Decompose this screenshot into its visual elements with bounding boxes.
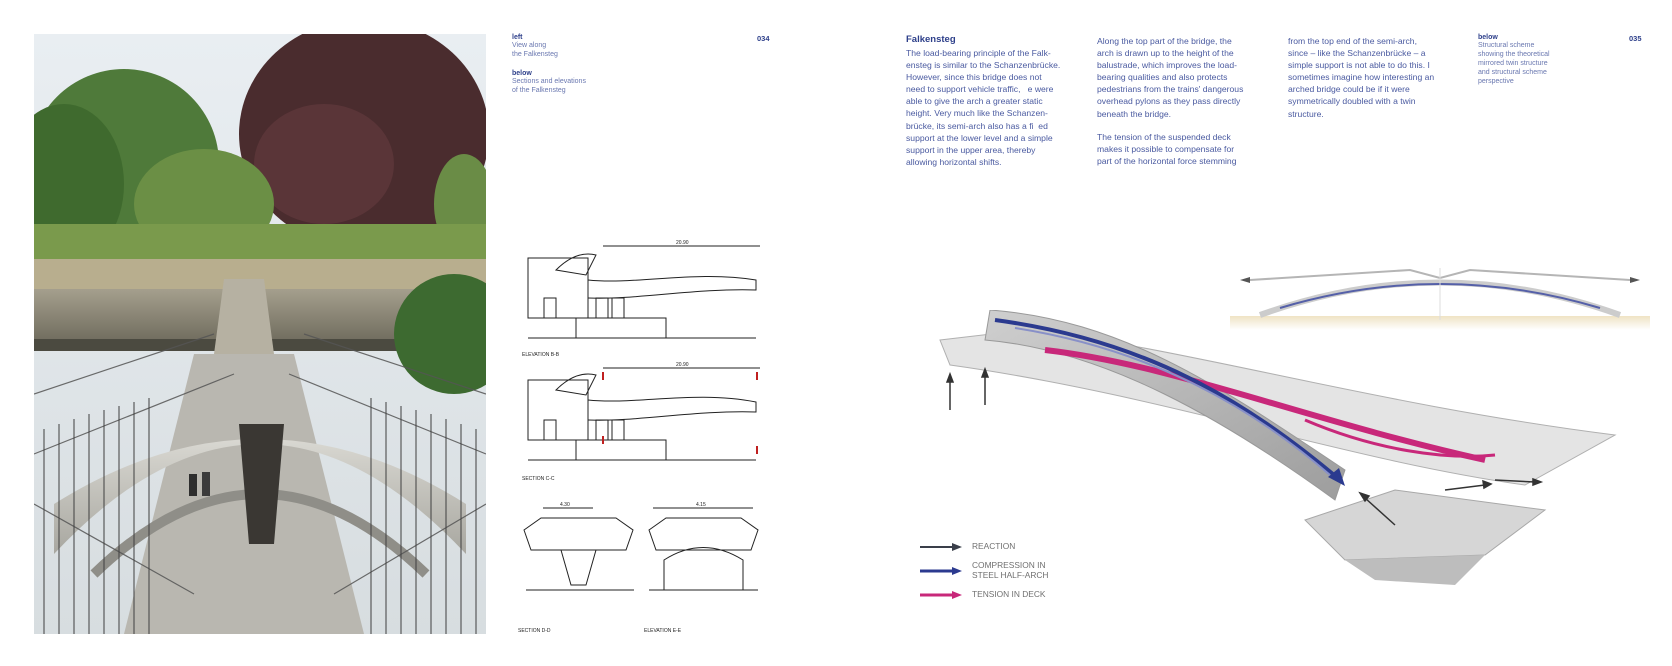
text-line: since – like the Schanzenbrücke – a — [1288, 48, 1426, 59]
text-line: part of the horizontal force stemming — [1097, 155, 1237, 166]
arrow-icon — [920, 567, 962, 575]
text-column-1: The load-bearing principle of the Falk- … — [906, 47, 1086, 168]
bridge-photo-illustration — [34, 34, 486, 634]
caption-structural: below Structural scheme showing the theo… — [1478, 34, 1568, 86]
text-line: makes it possible to compensate for — [1097, 143, 1235, 154]
dimension-label: 4.15 — [696, 502, 706, 508]
text-line: from the top end of the semi-arch, — [1288, 36, 1417, 46]
text-line: allowing horizontal shifts. — [906, 156, 1002, 167]
caption-head: below — [1478, 34, 1498, 41]
text-line: support in the upper area, thereby — [906, 144, 1036, 155]
page-number-right: 035 — [1629, 34, 1642, 43]
drawing-label: SECTION C-C — [522, 476, 555, 482]
twin-structure-illustration — [1230, 268, 1650, 330]
technical-drawings: 20.90 20.90 4.30 4.15 ELEVATION B-B SECT… — [516, 240, 766, 640]
dimension-label: 4.30 — [560, 502, 570, 508]
arrow-icon — [920, 591, 962, 599]
drawing-label: SECTION D-D — [518, 628, 551, 634]
dimension-label: 20.90 — [676, 240, 689, 246]
dimension-label: 20.90 — [676, 362, 689, 368]
caption-head: below — [512, 70, 532, 77]
text-line: bearing qualities and also protects — [1097, 72, 1228, 83]
legend-label: COMPRESSION IN — [972, 560, 1046, 570]
text-line: brücke, its semi-arch also has a fi ed — [906, 120, 1048, 131]
bridge-photo — [34, 34, 486, 634]
caption-left: left View along the Falkensteg — [512, 34, 558, 59]
text-column-3: from the top end of the semi-arch, since… — [1288, 35, 1468, 120]
arrow-icon — [920, 543, 962, 551]
twin-structure-scheme — [1230, 260, 1650, 335]
text-line: balustrade, which improves the load- — [1097, 60, 1237, 71]
drawing-label: ELEVATION E-E — [644, 628, 682, 634]
legend-label: TENSION IN DECK — [972, 589, 1046, 599]
caption-below: below Sections and elevations of the Fal… — [512, 70, 586, 95]
legend-item-tension: TENSION IN DECK — [918, 588, 1118, 602]
text-line: height. Very much like the Schanzen- — [906, 108, 1048, 119]
caption-line: and structural scheme — [1478, 69, 1547, 76]
caption-line: mirrored twin structure — [1478, 60, 1548, 67]
text-line: The tension of the suspended deck — [1097, 131, 1231, 142]
caption-line: View along — [512, 42, 547, 49]
legend-item-compression: COMPRESSION IN STEEL HALF-ARCH — [918, 560, 1118, 582]
text-line: The load-bearing principle of the Falk- — [906, 48, 1051, 58]
text-line: arch is drawn up to the height of the — [1097, 48, 1234, 59]
text-line: support at the lower level and a simple — [906, 132, 1053, 143]
text-line: overhead pylons as they pass directly — [1097, 96, 1241, 107]
caption-line: Structural scheme — [1478, 42, 1535, 49]
caption-line: perspective — [1478, 78, 1514, 85]
caption-line: showing the theoretical — [1478, 51, 1550, 58]
text-line: symmetrically doubled with a twin — [1288, 96, 1416, 107]
text-column-2: Along the top part of the bridge, the ar… — [1097, 35, 1277, 167]
article-title: Falkensteg — [906, 34, 956, 45]
caption-line: the Falkensteg — [512, 51, 558, 58]
text-line: Along the top part of the bridge, the — [1097, 36, 1232, 46]
caption-head: left — [512, 34, 523, 41]
text-line: able to give the arch a greater static — [906, 96, 1043, 107]
legend-label: REACTION — [972, 541, 1016, 551]
caption-line: of the Falkensteg — [512, 87, 566, 94]
legend-label: STEEL HALF-ARCH — [972, 570, 1049, 580]
structural-perspective — [925, 309, 1645, 630]
text-line: ensteg is similar to the Schanzenbrücke. — [906, 60, 1061, 71]
caption-line: Sections and elevations — [512, 78, 586, 85]
text-line: sometimes imagine how interesting an — [1288, 72, 1435, 83]
text-line: pedestrians from the trains' dangerous — [1097, 84, 1244, 95]
text-line: simple support is not able to do this. I — [1288, 60, 1430, 71]
text-line: beneath the bridge. — [1097, 108, 1172, 119]
page-number-left: 034 — [757, 34, 770, 43]
text-line: arched bridge could be if it were — [1288, 84, 1410, 95]
legend-item-reaction: REACTION — [918, 540, 1118, 554]
structural-perspective-illustration — [939, 309, 1617, 585]
text-line: However, since this bridge does not — [906, 72, 1042, 83]
sections-illustration — [523, 245, 760, 591]
text-line: need to support vehicle traffic, e were — [906, 84, 1054, 95]
drawing-label: ELEVATION B-B — [522, 352, 560, 358]
text-line: structure. — [1288, 108, 1324, 119]
